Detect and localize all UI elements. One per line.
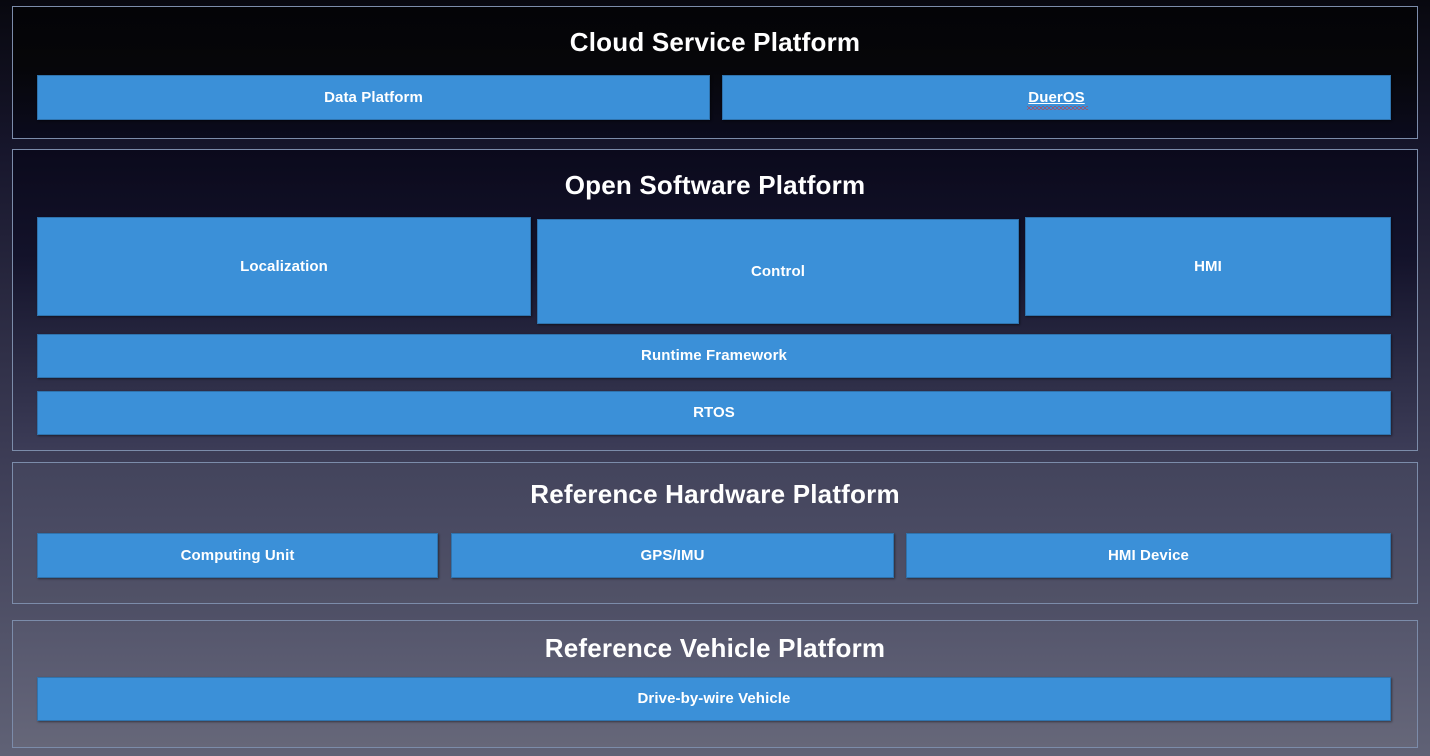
box-label-computing-unit: Computing Unit [180, 546, 295, 564]
box-label-rtos: RTOS [693, 404, 735, 422]
box-label-localization: Localization [240, 257, 328, 275]
spellcheck-underline-dueros: DuerOS [1027, 88, 1089, 111]
box-label-runtime-framework: Runtime Framework [641, 347, 787, 365]
box-rtos[interactable]: RTOS [37, 391, 1391, 435]
box-label-dueros: DuerOS [1027, 88, 1089, 111]
box-computing-unit[interactable]: Computing Unit [37, 533, 438, 578]
box-hmi[interactable]: HMI [1025, 217, 1391, 316]
box-control[interactable]: Control [537, 219, 1019, 324]
box-hmi-device[interactable]: HMI Device [906, 533, 1391, 578]
box-dueros[interactable]: DuerOS [722, 75, 1391, 120]
box-data-platform[interactable]: Data Platform [37, 75, 710, 120]
layer-title-open-software-platform: Open Software Platform [564, 170, 866, 200]
layer-cloud-service-platform: Cloud Service Platform Data Platform Due… [12, 6, 1418, 139]
layer-title-cloud-service-platform: Cloud Service Platform [569, 27, 861, 57]
box-label-control: Control [750, 262, 806, 280]
box-label-hmi-device: HMI Device [1107, 546, 1190, 564]
box-label-data-platform: Data Platform [324, 88, 423, 106]
box-runtime-framework[interactable]: Runtime Framework [37, 334, 1391, 378]
box-drive-by-wire-vehicle[interactable]: Drive-by-wire Vehicle [37, 677, 1391, 721]
layer-title-reference-hardware-platform: Reference Hardware Platform [530, 479, 900, 509]
box-label-drive-by-wire-vehicle: Drive-by-wire Vehicle [637, 690, 791, 708]
box-label-gps-imu: GPS/IMU [640, 546, 705, 564]
box-localization[interactable]: Localization [37, 217, 531, 316]
layer-title-reference-vehicle-platform: Reference Vehicle Platform [544, 633, 886, 663]
layer-reference-hardware-platform: Reference Hardware Platform Computing Un… [12, 462, 1418, 604]
layer-reference-vehicle-platform: Reference Vehicle Platform Drive-by-wire… [12, 620, 1418, 748]
layer-open-software-platform: Open Software Platform Localization Cont… [12, 149, 1418, 451]
box-label-hmi: HMI [1194, 257, 1222, 275]
box-gps-imu[interactable]: GPS/IMU [451, 533, 894, 578]
